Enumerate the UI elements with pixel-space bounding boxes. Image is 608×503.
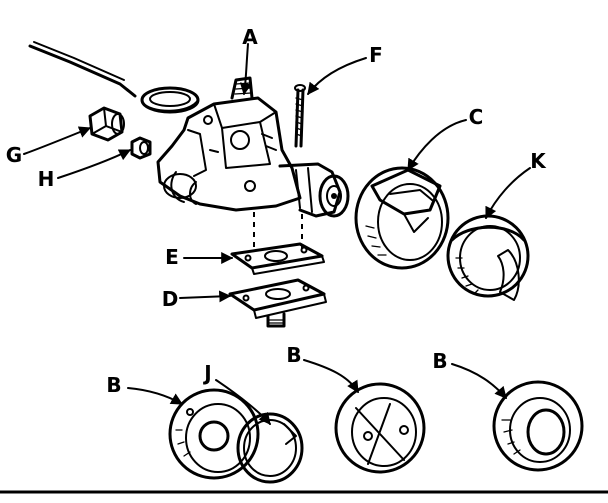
leader-a	[239, 43, 252, 96]
screw-f	[294, 84, 306, 148]
leader-b2	[303, 359, 359, 394]
bezel-b-2	[334, 382, 426, 474]
label-b2: B	[286, 343, 301, 367]
gas-valve-assembly	[28, 41, 350, 218]
label-a: A	[242, 25, 258, 49]
gasket-e	[230, 242, 325, 275]
label-d: D	[162, 287, 179, 311]
leader-c	[407, 119, 467, 172]
label-h: H	[38, 167, 55, 191]
leader-f	[307, 57, 367, 95]
dial-knob-k	[446, 214, 530, 301]
leader-arrows	[23, 43, 531, 425]
leader-d	[179, 290, 232, 303]
label-j: J	[202, 361, 211, 385]
bezel-b-3	[492, 380, 584, 472]
leader-b3	[451, 363, 507, 399]
leader-g	[23, 126, 92, 155]
label-f: F	[369, 43, 383, 67]
plate-d	[228, 278, 327, 328]
label-k: K	[530, 149, 547, 173]
label-e: E	[165, 245, 179, 269]
fitting-g	[88, 106, 125, 142]
label-b3: B	[432, 349, 447, 373]
leader-h	[57, 149, 132, 179]
leader-j	[215, 379, 271, 425]
bezel-b-1	[168, 388, 260, 480]
label-g: G	[6, 143, 22, 167]
leader-k	[485, 167, 531, 220]
label-c: C	[469, 105, 484, 129]
leader-b1	[127, 387, 184, 405]
nut-h	[130, 136, 152, 160]
dial-housing-c	[354, 166, 450, 270]
label-b1: B	[106, 373, 121, 397]
